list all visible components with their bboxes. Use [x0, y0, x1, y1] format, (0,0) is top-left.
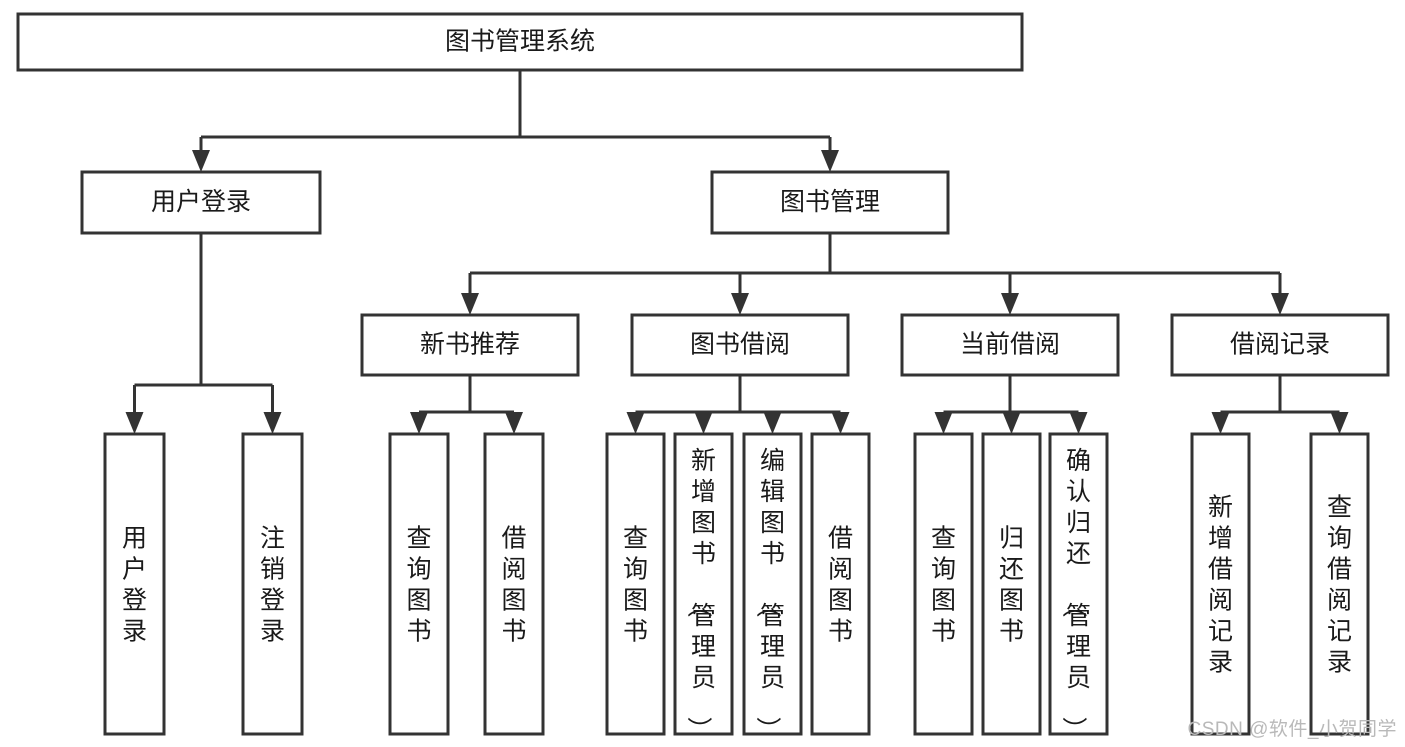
node-leaf-9[interactable]	[913, 432, 974, 736]
arrow-head-icon	[410, 412, 428, 434]
node-leaf-6-label: 新增图书（管理员）	[685, 447, 716, 742]
node-level2-1-label: 用户登录	[151, 188, 251, 216]
arrow-head-icon	[1211, 412, 1230, 434]
node-level3-4-label: 借阅记录	[1230, 331, 1330, 359]
arrow-head-icon	[1271, 293, 1289, 315]
node-level3-4[interactable]	[1170, 313, 1390, 377]
arrow-head-icon	[461, 293, 479, 315]
watermark-text: CSDN @软件_小贺同学	[1187, 719, 1397, 740]
arrow-head-icon	[831, 412, 850, 434]
node-leaf-12[interactable]	[1190, 432, 1251, 736]
node-root-system-label: 图书管理系统	[445, 28, 595, 56]
node-leaf-1-label: 用户登录	[122, 524, 147, 645]
node-leaf-7-label: 编辑图书（管理员）	[754, 447, 785, 742]
node-leaf-8-label: 借阅图书	[828, 524, 853, 645]
arrow-head-icon	[1069, 412, 1088, 434]
node-leaf-2[interactable]	[241, 432, 304, 736]
node-root-system[interactable]	[16, 12, 1024, 72]
node-level3-3[interactable]	[900, 313, 1120, 377]
arrow-head-icon	[505, 412, 523, 434]
node-leaf-11-label: 确认归还（管理员）	[1060, 447, 1091, 742]
arrow-head-icon	[263, 412, 282, 434]
node-level3-1[interactable]	[360, 313, 580, 377]
node-leaf-3[interactable]	[388, 432, 450, 736]
arrow-head-icon	[1001, 293, 1019, 315]
arrow-head-icon	[125, 412, 144, 434]
arrow-head-icon	[934, 412, 953, 434]
arrow-head-icon	[626, 412, 645, 434]
node-leaf-10-label: 归还图书	[999, 524, 1024, 645]
node-level2-2[interactable]	[710, 170, 950, 235]
connector-layer	[125, 70, 1349, 434]
node-leaf-4-label: 借阅图书	[501, 524, 526, 645]
node-leaf-13-label: 查询借阅记录	[1327, 493, 1352, 676]
node-leaf-11[interactable]	[1048, 432, 1109, 736]
node-leaf-9-label: 查询图书	[931, 524, 956, 645]
node-leaf-5-label: 查询图书	[623, 524, 648, 645]
arrow-head-icon	[731, 293, 749, 315]
node-leaf-6[interactable]	[673, 432, 734, 736]
node-level3-2[interactable]	[630, 313, 850, 377]
node-leaf-1[interactable]	[103, 432, 166, 736]
node-level3-1-label: 新书推荐	[420, 331, 520, 359]
node-level2-1[interactable]	[80, 170, 322, 235]
arrow-head-icon	[763, 412, 782, 434]
node-level3-3-label: 当前借阅	[960, 331, 1060, 359]
node-leaf-3-label: 查询图书	[406, 524, 431, 645]
node-leaf-10[interactable]	[981, 432, 1042, 736]
node-level3-2-label: 图书借阅	[690, 331, 790, 359]
node-level2-2-label: 图书管理	[780, 188, 880, 216]
node-leaf-12-label: 新增借阅记录	[1208, 493, 1233, 676]
arrow-head-icon	[1002, 412, 1021, 434]
node-leaf-7[interactable]	[742, 432, 803, 736]
node-layer: 图书管理系统用户登录图书管理新书推荐图书借阅当前借阅借阅记录用户登录注销登录查询…	[16, 12, 1390, 742]
arrow-head-icon	[694, 412, 713, 434]
node-leaf-13[interactable]	[1309, 432, 1370, 736]
arrow-head-icon	[821, 150, 839, 172]
node-leaf-4[interactable]	[483, 432, 545, 736]
arrow-head-icon	[1330, 412, 1349, 434]
arrow-head-icon	[192, 150, 210, 172]
node-leaf-5[interactable]	[605, 432, 666, 736]
node-leaf-8[interactable]	[810, 432, 871, 736]
node-leaf-2-label: 注销登录	[260, 524, 285, 645]
